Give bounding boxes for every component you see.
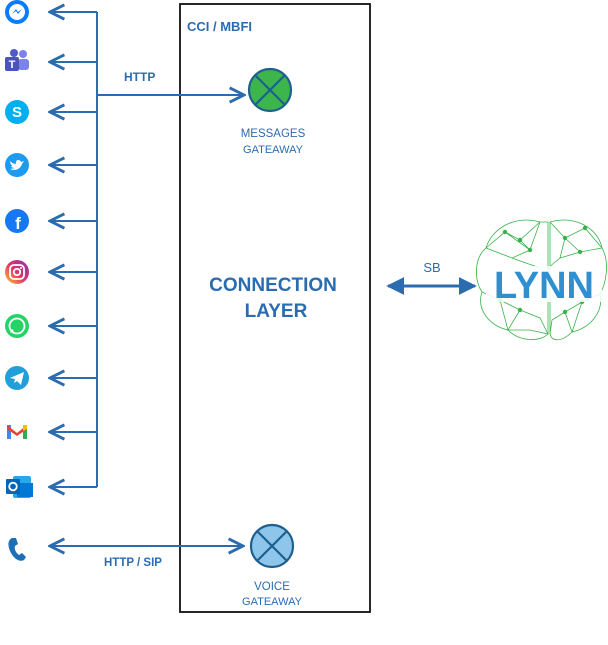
twitter-icon <box>5 153 29 177</box>
messages-gateway-label-2: GATEAWAY <box>243 144 304 156</box>
whatsapp-icon <box>5 314 29 338</box>
connection-layer-label-1: CONNECTION <box>209 275 337 296</box>
gmail-icon <box>7 425 27 439</box>
teams-icon: T <box>5 49 29 71</box>
sb-label: SB <box>423 260 440 275</box>
messages-gateway-label-1: MESSAGES <box>241 128 306 140</box>
skype-icon: S <box>5 100 29 124</box>
connection-layer-label-2: LAYER <box>245 301 308 322</box>
connection-layer-box <box>179 3 371 613</box>
http-label: HTTP <box>124 70 155 84</box>
svg-text:T: T <box>9 59 16 71</box>
channel-arrows <box>50 12 97 487</box>
telegram-icon <box>5 366 29 390</box>
messages-gateway-icon <box>247 67 293 113</box>
instagram-icon <box>5 260 29 284</box>
messenger-icon <box>5 0 29 24</box>
phone-icon <box>8 538 26 561</box>
lynn-logo-text: LYNN <box>494 265 594 307</box>
facebook-icon: f <box>5 209 29 233</box>
container-title: CCI / MBFI <box>187 19 252 34</box>
svg-text:f: f <box>15 214 21 233</box>
svg-text:S: S <box>12 104 22 121</box>
voice-gateway-label-1: VOICE <box>254 581 290 593</box>
outlook-icon <box>6 476 33 498</box>
http-sip-label: HTTP / SIP <box>104 557 162 569</box>
voice-gateway-label-2: GATEAWAY <box>242 596 303 608</box>
lynn-logo: LYNN <box>476 219 607 341</box>
voice-gateway-icon <box>249 523 295 569</box>
